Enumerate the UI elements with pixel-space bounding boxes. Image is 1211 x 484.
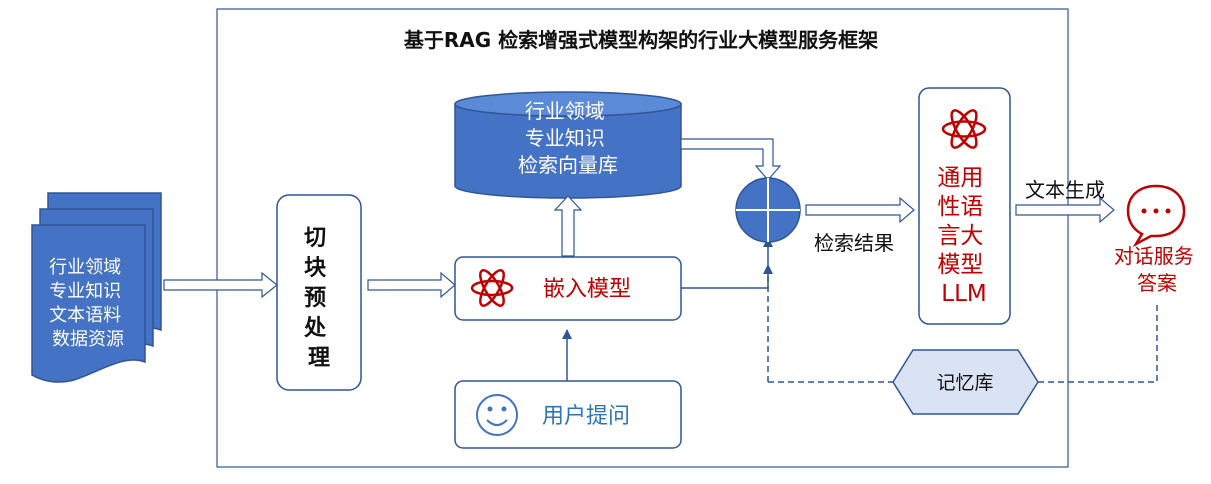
- vector-db-line-2: 专业知识: [525, 126, 605, 150]
- llm-text: 通用 性语 言大 模型 LLM: [937, 165, 990, 307]
- source-doc-line-1: 行业领域: [49, 257, 121, 278]
- vector-db-line-3: 检索向量库: [518, 153, 618, 177]
- user-query-label: 用户提问: [542, 404, 630, 429]
- embedding-to-merge-line: [681, 237, 773, 289]
- vectordb-to-merge-arrow: [680, 138, 782, 181]
- chunking-to-embedding-arrow: [367, 271, 456, 299]
- atom-icon: [941, 109, 987, 149]
- chunk-char-1: 切: [304, 226, 326, 251]
- diagram-title: 基于RAG 检索增强式模型构架的行业大模型服务框架: [404, 28, 878, 52]
- source-doc-line-4: 数据资源: [52, 329, 124, 350]
- merge-circle: [735, 177, 801, 243]
- source-document-text: 行业领域 专业知识 文本语料 数据资源: [49, 257, 127, 350]
- llm-to-answer-arrow: [1015, 196, 1115, 224]
- vector-database-cylinder: 行业领域 专业知识 检索向量库: [454, 91, 682, 199]
- chat-bubble-icon: [1126, 184, 1186, 248]
- llm-line-3: 言大: [937, 223, 983, 249]
- chunk-char-2: 块: [304, 256, 327, 281]
- answer-text: 对话服务 答案: [1114, 244, 1200, 295]
- chunking-text: 切 块 预 处 理: [303, 226, 334, 371]
- llm-line-4: 模型: [937, 252, 983, 278]
- retrieval-result-label: 检索结果: [814, 231, 894, 255]
- llm-line-5: LLM: [941, 281, 986, 307]
- memory-store-hexagon: [892, 349, 1039, 415]
- answer-line-1: 对话服务: [1114, 244, 1194, 268]
- chunking-box: [276, 194, 362, 391]
- memory-store-label: 记忆库: [936, 372, 993, 394]
- embedding-to-vectordb-arrow: [553, 195, 583, 257]
- answer-line-2: 答案: [1137, 271, 1177, 295]
- vector-db-line-1: 行业领域: [525, 99, 605, 123]
- memory-right-dashed-line: [1038, 302, 1158, 383]
- source-doc-line-3: 文本语料: [49, 305, 121, 326]
- text-generation-label: 文本生成: [1025, 178, 1105, 202]
- chunk-char-4: 处: [303, 315, 326, 341]
- llm-line-1: 通用: [937, 165, 983, 191]
- atom-icon: [470, 269, 514, 307]
- source-doc-line-2: 专业知识: [49, 281, 121, 302]
- user-query-box: [454, 380, 682, 449]
- framework-frame: [216, 8, 1069, 468]
- chunk-char-5: 理: [308, 346, 330, 371]
- chunk-char-3: 预: [304, 286, 326, 311]
- source-document-stack: 行业领域 专业知识 文本语料 数据资源: [31, 192, 162, 383]
- merge-to-llm-arrow: [805, 196, 915, 224]
- llm-line-2: 性语: [937, 194, 983, 220]
- smiley-icon: [476, 394, 518, 436]
- llm-box: [918, 87, 1011, 325]
- embedding-model-label: 嵌入模型: [543, 277, 631, 302]
- vector-db-text: 行业领域 专业知识 检索向量库: [518, 99, 618, 177]
- docs-to-chunking-arrow: [163, 271, 278, 299]
